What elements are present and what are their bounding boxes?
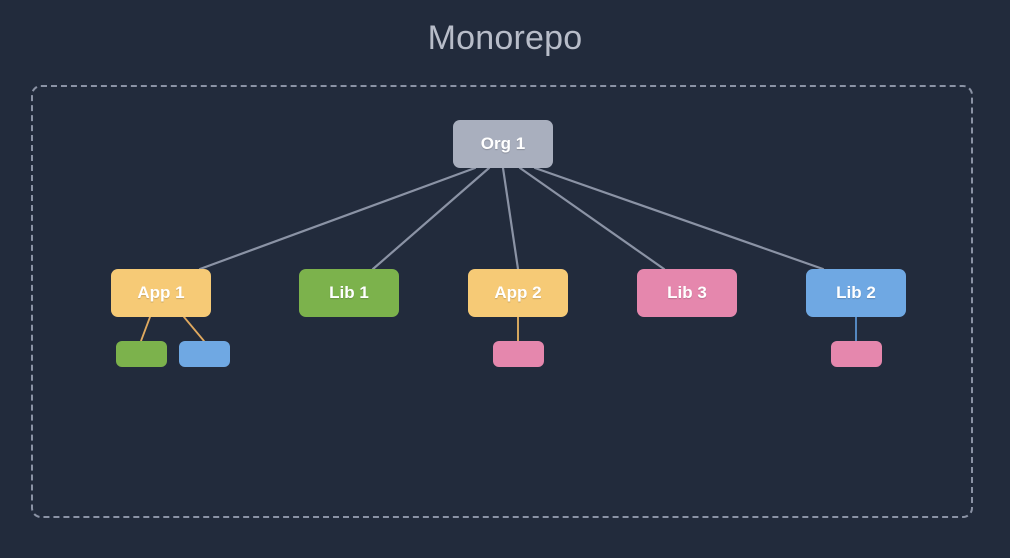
node-lib3[interactable]: Lib 3 bbox=[637, 269, 737, 317]
node-label: App 1 bbox=[137, 283, 185, 302]
node-label: Lib 1 bbox=[329, 283, 369, 302]
node-lib1[interactable]: Lib 1 bbox=[299, 269, 399, 317]
node-label: Lib 3 bbox=[667, 283, 707, 302]
node-lib2[interactable]: Lib 2 bbox=[806, 269, 906, 317]
node-label: Lib 2 bbox=[836, 283, 876, 302]
node-app1[interactable]: App 1 bbox=[111, 269, 211, 317]
node-app2[interactable]: App 2 bbox=[468, 269, 568, 317]
leaf-node-app1-leaf-a[interactable] bbox=[116, 341, 167, 367]
page-title: Monorepo bbox=[427, 19, 583, 57]
monorepo-group-boundary bbox=[31, 85, 973, 518]
node-label: App 2 bbox=[494, 283, 542, 302]
node-org1[interactable]: Org 1 bbox=[453, 120, 553, 168]
leaf-node-app2-leaf-a[interactable] bbox=[493, 341, 544, 367]
node-label: Org 1 bbox=[480, 134, 526, 153]
leaf-node-lib2-leaf-a[interactable] bbox=[831, 341, 882, 367]
leaf-node-app1-leaf-b[interactable] bbox=[179, 341, 230, 367]
